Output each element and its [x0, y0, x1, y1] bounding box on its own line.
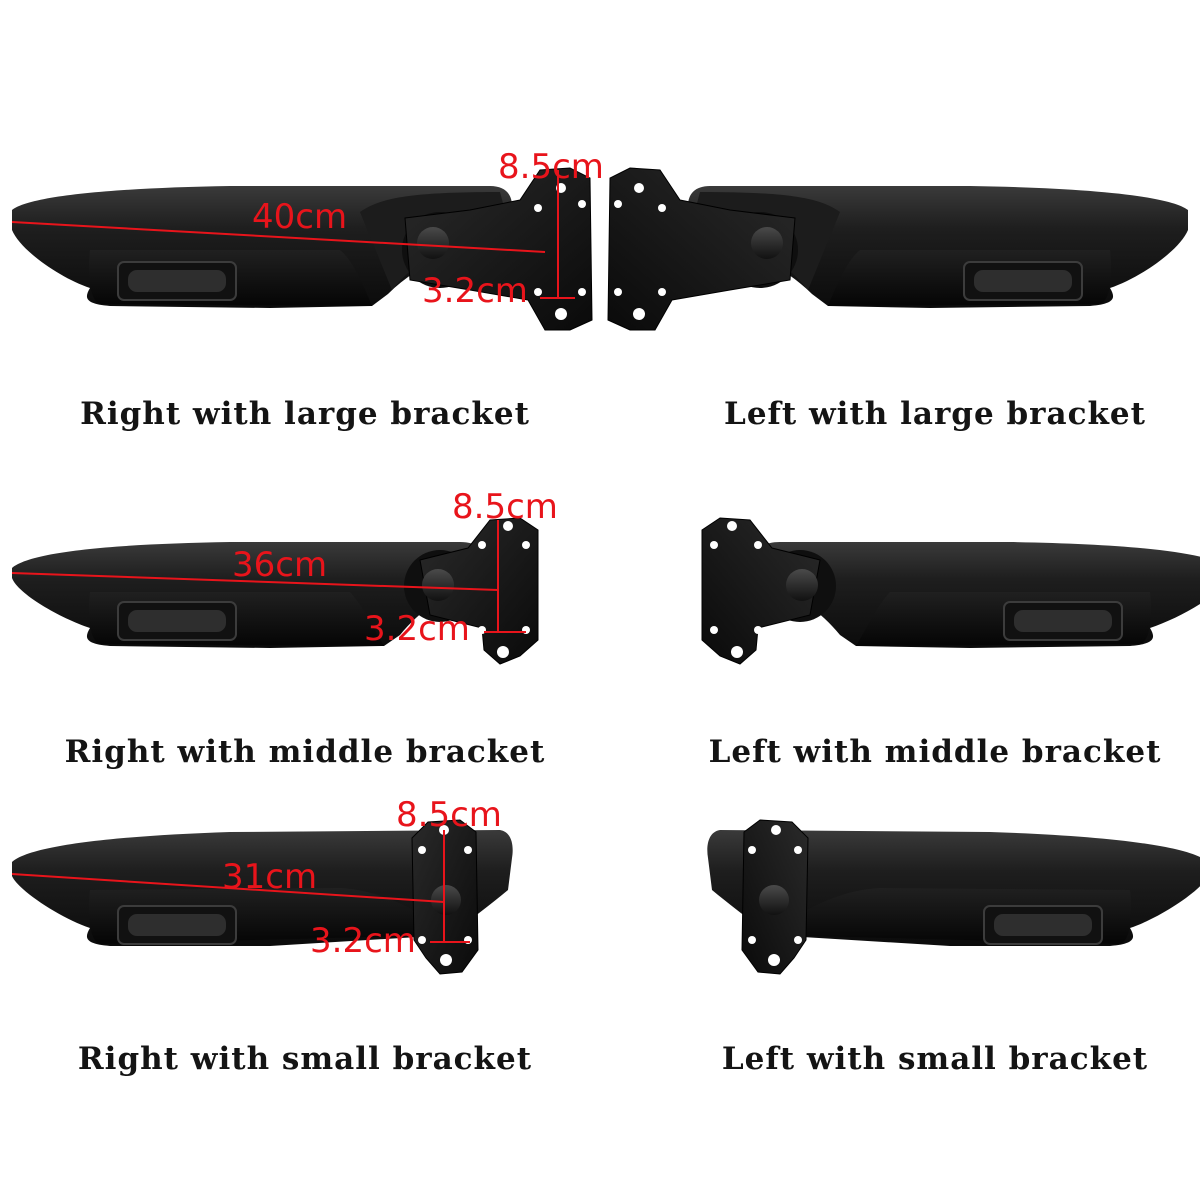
length-line-large	[11, 221, 546, 253]
armrest-left-middle-photo	[701, 517, 1200, 665]
length-label-middle: 36cm	[232, 545, 327, 585]
measurements	[11, 170, 575, 943]
caption-right-small: Right with small bracket	[77, 1041, 533, 1077]
height-label-small: 8.5cm	[396, 795, 502, 835]
armrest-left-small-photo	[706, 819, 1200, 975]
caption-left-middle: Left with middle bracket	[708, 734, 1162, 770]
armrest-left-large-photo	[607, 167, 1189, 331]
height-label-middle: 8.5cm	[452, 487, 558, 527]
length-label-small: 31cm	[222, 857, 317, 897]
caption-right-middle: Right with middle bracket	[64, 734, 546, 770]
caption-left-large: Left with large bracket	[724, 396, 1146, 432]
caption-right-large: Right with large bracket	[80, 396, 530, 432]
length-line-small	[11, 873, 445, 903]
hole-label-small: 3.2cm	[310, 921, 416, 961]
length-line-middle	[11, 572, 499, 591]
caption-left-small: Left with small bracket	[721, 1041, 1149, 1077]
armrest-right-small-photo	[11, 819, 514, 975]
height-label-large: 8.5cm	[498, 147, 604, 187]
hole-label-middle: 3.2cm	[364, 609, 470, 649]
hole-label-large: 3.2cm	[422, 271, 528, 311]
length-label-large: 40cm	[252, 197, 347, 237]
